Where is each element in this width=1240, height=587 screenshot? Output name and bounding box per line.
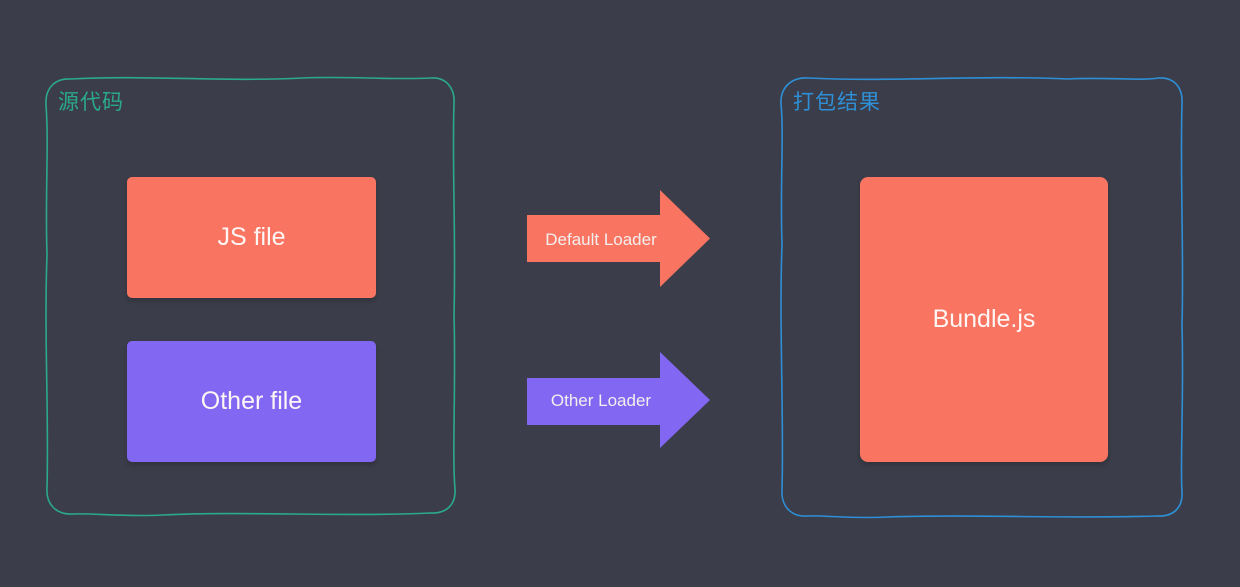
js-file-box: JS file: [127, 177, 376, 298]
js-file-label: JS file: [217, 223, 286, 251]
output-group-label: 打包结果: [793, 91, 881, 114]
other-file-box: Other file: [127, 341, 376, 462]
other-loader-arrow-icon: [527, 352, 710, 448]
default-loader-arrow-icon: [527, 190, 710, 287]
source-group-label: 源代码: [58, 91, 124, 114]
other-loader-label: Other Loader: [550, 391, 652, 410]
other-loader-arrow-shape: [527, 352, 710, 448]
default-loader-arrow-shape: [527, 190, 710, 287]
bundle-js-label: Bundle.js: [932, 305, 1036, 333]
bundle-js-box: Bundle.js: [860, 177, 1108, 462]
default-loader-label: Default Loader: [545, 229, 657, 249]
other-file-label: Other file: [200, 387, 303, 415]
